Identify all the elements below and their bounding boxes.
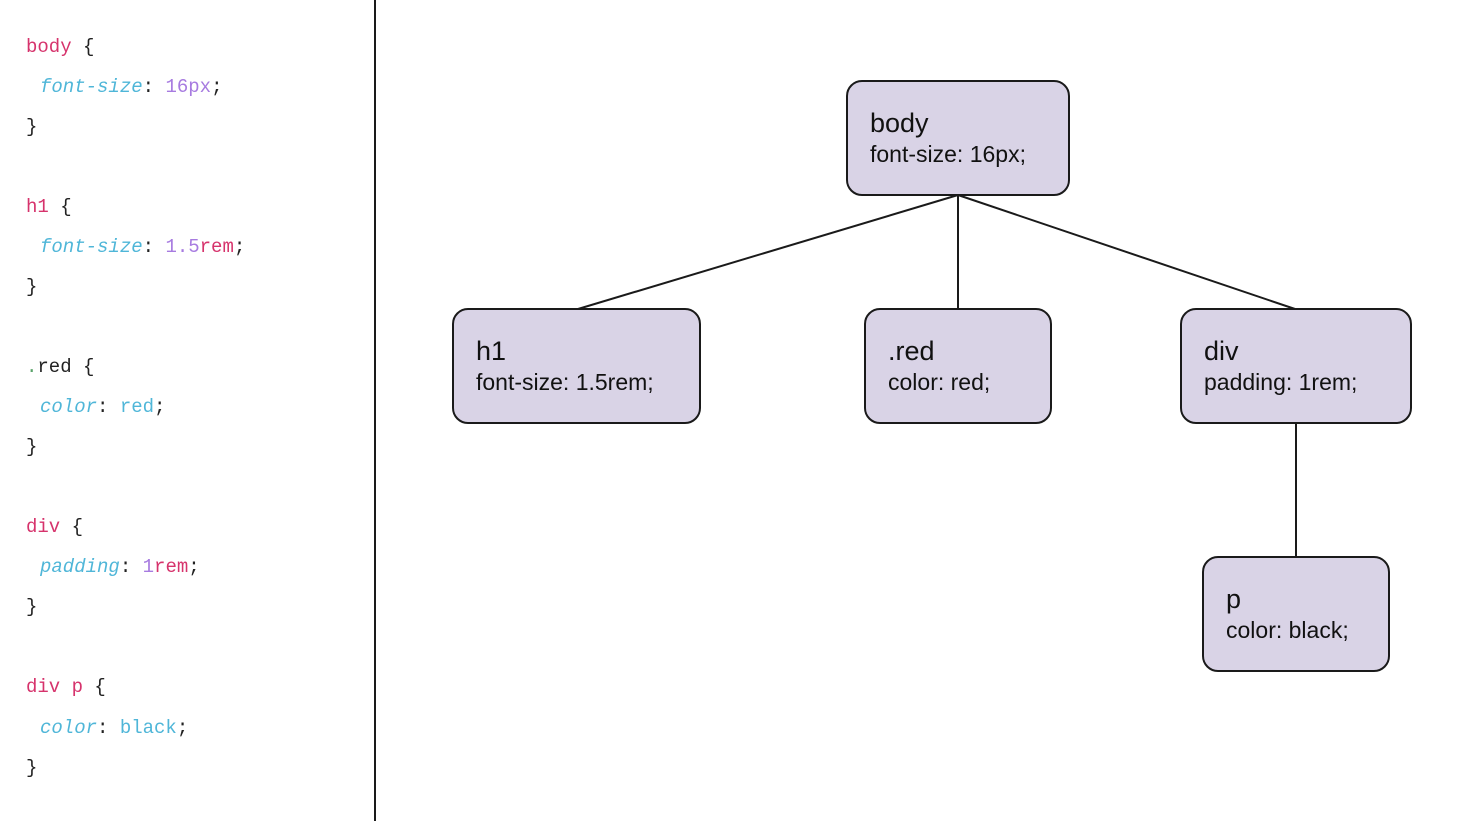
node-p: p color: black; — [1202, 556, 1390, 672]
code-selector: red — [37, 356, 72, 378]
code-colon: : — [119, 556, 143, 578]
code-brace: } — [26, 757, 38, 779]
code-line: body { — [26, 35, 94, 59]
node-title: p — [1226, 584, 1242, 614]
css-code-panel: body { font-size: 16px; } h1 { font-size… — [0, 0, 376, 821]
node-title: .red — [888, 336, 935, 366]
code-colon: : — [97, 717, 120, 739]
code-property: padding — [40, 556, 120, 578]
code-line: h1 { — [26, 195, 72, 219]
node-h1: h1 font-size: 1.5rem; — [452, 308, 701, 424]
code-line: color: red; — [40, 395, 165, 419]
code-semicolon: ; — [233, 236, 246, 258]
code-selector: body — [26, 36, 72, 58]
node-title: h1 — [476, 336, 507, 366]
node-div: div padding: 1rem; — [1180, 308, 1412, 424]
code-colon: : — [142, 236, 166, 258]
code-value: black — [119, 717, 177, 739]
node-rule: padding: 1rem; — [1204, 369, 1358, 395]
code-selector: div p — [26, 676, 84, 698]
code-brace: { — [83, 676, 106, 698]
code-semicolon: ; — [211, 76, 223, 98]
code-line: font-size: 1.5rem; — [40, 235, 245, 259]
node-title: body — [870, 108, 929, 138]
code-brace: } — [26, 116, 38, 138]
code-property: color — [40, 717, 98, 739]
node-body: body font-size: 16px; — [846, 80, 1070, 196]
code-line: div { — [26, 515, 83, 539]
code-line: color: black; — [40, 716, 188, 740]
cascade-tree-diagram: body font-size: 16px; h1 font-size: 1.5r… — [376, 0, 1474, 821]
code-brace: { — [48, 196, 72, 218]
code-value: red — [119, 396, 155, 418]
code-line: padding: 1rem; — [40, 555, 200, 579]
code-line: div p { — [26, 675, 106, 699]
code-number: 1 — [142, 556, 155, 578]
code-brace: { — [60, 516, 84, 538]
code-colon: : — [142, 76, 166, 98]
code-colon: : — [97, 396, 120, 418]
code-property: font-size — [40, 236, 143, 258]
code-line: font-size: 16px; — [40, 75, 222, 99]
code-number: 16 — [165, 76, 189, 98]
node-rule: color: black; — [1226, 617, 1349, 643]
node-rule: font-size: 16px; — [870, 141, 1026, 167]
code-brace: { — [71, 356, 95, 378]
code-class-dot: . — [26, 356, 38, 378]
code-line: } — [26, 275, 37, 299]
code-semicolon: ; — [188, 556, 200, 578]
code-semicolon: ; — [176, 717, 189, 739]
code-line: } — [26, 595, 37, 619]
code-property: color — [40, 396, 98, 418]
edge-body-div — [957, 194, 1296, 310]
code-selector: div — [26, 516, 61, 538]
code-unit: rem — [154, 556, 189, 578]
code-property: font-size — [40, 76, 143, 98]
node-rule: color: red; — [888, 369, 991, 395]
tree-edges — [577, 194, 1297, 557]
code-line: } — [26, 115, 37, 139]
code-selector: h1 — [26, 196, 49, 218]
code-unit: px — [188, 76, 212, 98]
edge-body-h1 — [577, 194, 959, 310]
code-brace: } — [26, 436, 38, 458]
code-number: 1.5 — [165, 236, 200, 258]
code-line: } — [26, 435, 37, 459]
code-semicolon: ; — [154, 396, 166, 418]
code-brace: { — [71, 36, 95, 58]
node-title: div — [1204, 336, 1239, 366]
node-red: .red color: red; — [864, 308, 1052, 424]
code-brace: } — [26, 276, 38, 298]
code-brace: } — [26, 596, 38, 618]
code-line: .red { — [26, 355, 94, 379]
node-rule: font-size: 1.5rem; — [476, 369, 654, 395]
code-unit: rem — [199, 236, 234, 258]
code-line: } — [26, 756, 37, 780]
